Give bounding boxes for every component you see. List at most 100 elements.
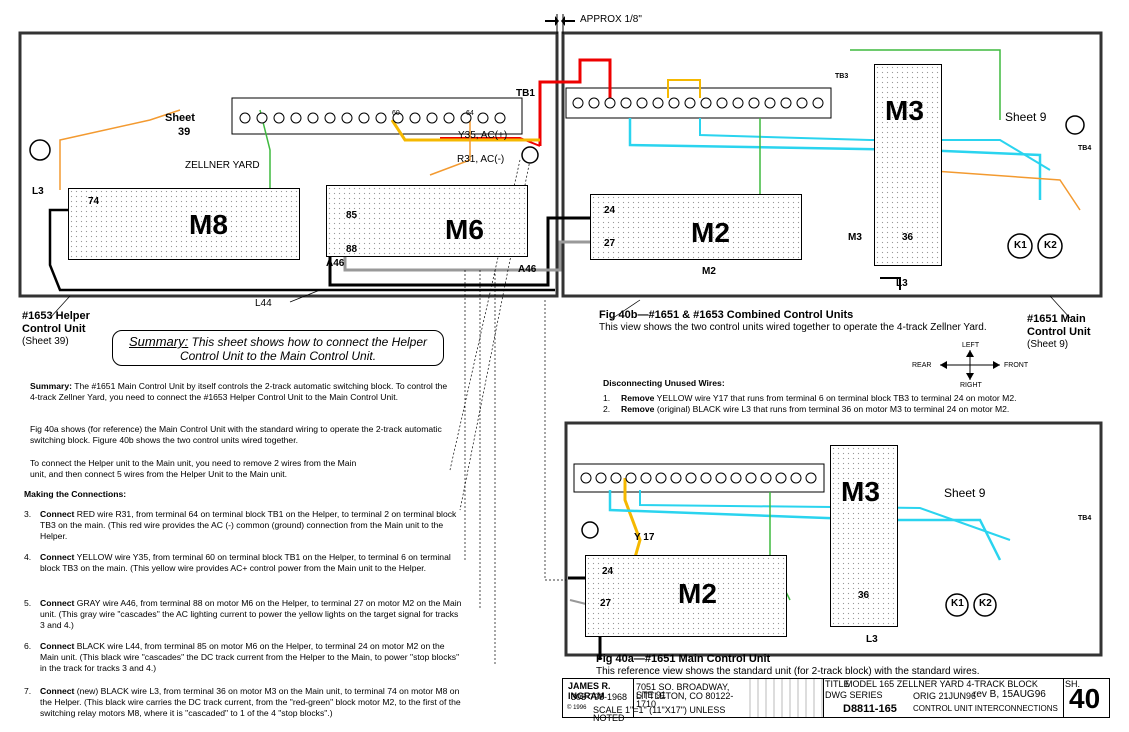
fig40a-tb4-label: TB4 (1078, 515, 1092, 522)
y17-label: Y 17 (634, 532, 655, 543)
title-key: TITLE (825, 679, 850, 689)
title-cell: TITLE MODEL 165 ZELLNER YARD 4-TRACK BLO… (823, 679, 1064, 717)
summary-line2: Control Unit to the Main Control Unit. (179, 349, 377, 363)
fig40a-t27-label: 27 (600, 598, 612, 609)
m6-label: M6 (445, 214, 484, 245)
step-3-num: 3. (24, 509, 32, 519)
tb3-label: TB3 (835, 73, 849, 80)
step-5-text: GRAY wire A46, from terminal 88 on motor… (40, 598, 462, 630)
motor-m2: M2 (590, 194, 802, 260)
fig40a-subtitle: This reference view shows the standard u… (596, 666, 980, 677)
scale-note: SCALE 1"=1" (11"X17") UNLESS NOTED (593, 705, 726, 723)
summary-box: Summary: This sheet shows how to connect… (112, 330, 444, 366)
address-2: LITTLETON, CO 80122-1710 (636, 691, 734, 709)
compass-right: RIGHT (960, 382, 982, 389)
zellner-yard-label: ZELLNER YARD (185, 160, 260, 171)
copyright: © 1996 (567, 705, 587, 711)
fig40a-l3-label: L3 (866, 634, 878, 645)
step-7-text: (new) BLACK wire L3, from terminal 36 on… (40, 686, 461, 718)
step-6: 6. Connect BLACK wire L44, from terminal… (24, 641, 464, 674)
left-sheet-num: 39 (178, 126, 191, 138)
step-5-num: 5. (24, 598, 32, 608)
step-6-verb: Connect (40, 641, 75, 651)
orig-date: ORIG 21JUN96 (913, 691, 977, 701)
body-para1: Summary: The #1651 Main Control Unit by … (30, 381, 455, 403)
t74-label: 74 (88, 196, 100, 207)
body-para1-head: Summary: (30, 381, 73, 391)
disconnect-2: 2. Remove (original) BLACK wire L3 that … (603, 404, 1083, 415)
main-label-3: (Sheet 9) (1027, 339, 1069, 350)
m3-small-label: M3 (848, 232, 862, 243)
author-name: JAMES R. INGRAM (568, 681, 611, 701)
step-4-verb: Connect (40, 552, 75, 562)
t27-label: 27 (604, 238, 616, 249)
main-label-1: #1651 Main (1027, 313, 1086, 325)
step-4-text: YELLOW wire Y35, from terminal 60 on ter… (40, 552, 451, 573)
k2-label: K2 (1044, 240, 1057, 251)
compass-left: LEFT (962, 342, 980, 349)
helper-label-1: #1653 Helper (22, 310, 90, 322)
fig40a-m2-label: M2 (678, 578, 717, 609)
body-para2: Fig 40a shows (for reference) the Main C… (30, 424, 442, 445)
r31-label: R31, AC(-) (457, 154, 505, 165)
main-label-2: Control Unit (1027, 326, 1091, 338)
address-cell: 7051 SO. BROADWAY, STE 91 LITTLETON, CO … (593, 679, 744, 723)
a46-left-label: A46 (326, 258, 345, 269)
k1-label: K1 (1014, 240, 1027, 251)
disconnect-2-text: (original) BLACK wire L3 that runs from … (654, 404, 1010, 414)
t64-label: 64 (466, 110, 474, 117)
compass-rear: REAR (912, 362, 932, 369)
l44-label: L44 (255, 298, 272, 309)
disconnect-1-text: YELLOW wire Y17 that runs from terminal … (654, 393, 1017, 403)
address-1: 7051 SO. BROADWAY, STE 91 (636, 682, 730, 700)
step-6-num: 6. (24, 641, 32, 651)
compass-front: FRONT (1004, 362, 1029, 369)
fig40a-t24-label: 24 (602, 566, 614, 577)
a46-right-label: A46 (518, 264, 537, 275)
making-head: Making the Connections: (24, 489, 127, 499)
m2-small-label: M2 (702, 266, 716, 277)
step-3-text: RED wire R31, from terminal 64 on termin… (40, 509, 457, 541)
step-3: 3. Connect RED wire R31, from terminal 6… (24, 509, 464, 542)
disconnect-2-num: 2. (603, 404, 611, 414)
revision: rev B, 15AUG96 (973, 689, 1046, 700)
sheet-number: 40 (1069, 683, 1101, 714)
y35-label: Y35, AC(+) (458, 130, 508, 141)
disconnect-1-verb: Remove (621, 393, 655, 403)
left-sheet-label: Sheet (165, 112, 195, 124)
right-sheet-label: Sheet 9 (1005, 110, 1047, 124)
sheet-cell: SH. 40 (1063, 679, 1109, 717)
fig40a-motor-m2: M2 (585, 555, 787, 637)
step-3-verb: Connect (40, 509, 75, 519)
step-7: 7. Connect (new) BLACK wire L3, from ter… (24, 686, 464, 719)
left-l3-label: L3 (32, 186, 44, 197)
disconnect-head: Disconnecting Unused Wires: (603, 378, 725, 388)
approx-label: APPROX 1/8" (580, 14, 642, 25)
title-block: JAMES R. INGRAM 303-798-1968 © 1996 7051… (562, 678, 1110, 723)
author-phone: 303-798-1968 (571, 692, 628, 702)
step-4: 4. Connect YELLOW wire Y35, from termina… (24, 552, 464, 574)
motor-m6: M6 (326, 185, 528, 257)
summary-head: Summary: (128, 334, 189, 349)
step-7-verb: Connect (40, 686, 75, 696)
drawing-number: D8811-165 (843, 703, 897, 715)
m2-label: M2 (691, 217, 730, 248)
fig40b-title: Fig 40b—#1651 & #1653 Combined Control U… (599, 309, 854, 321)
disconnect-1-num: 1. (603, 393, 611, 403)
m3-label: M3 (885, 95, 924, 126)
author-cell: JAMES R. INGRAM 303-798-1968 © 1996 (563, 679, 634, 717)
drawing-title: MODEL 165 ZELLNER YARD 4-TRACK BLOCK (845, 679, 1038, 689)
t85-label: 85 (346, 210, 358, 221)
fig40a-k2-label: K2 (979, 598, 992, 609)
body-para3: To connect the Helper unit to the Main u… (30, 458, 357, 479)
drawing-subtitle: CONTROL UNIT INTERCONNECTIONS (913, 704, 1058, 713)
step-7-num: 7. (24, 686, 32, 696)
helper-label-2: Control Unit (22, 323, 86, 335)
sheet-key: SH. (1065, 679, 1081, 689)
motor-m8: M8 (68, 188, 300, 260)
step-6-text: BLACK wire L44, from terminal 85 on moto… (40, 641, 460, 673)
logo-cell (743, 679, 824, 717)
disconnect-2-verb: Remove (621, 404, 655, 414)
t60-label: 60 (392, 110, 400, 117)
